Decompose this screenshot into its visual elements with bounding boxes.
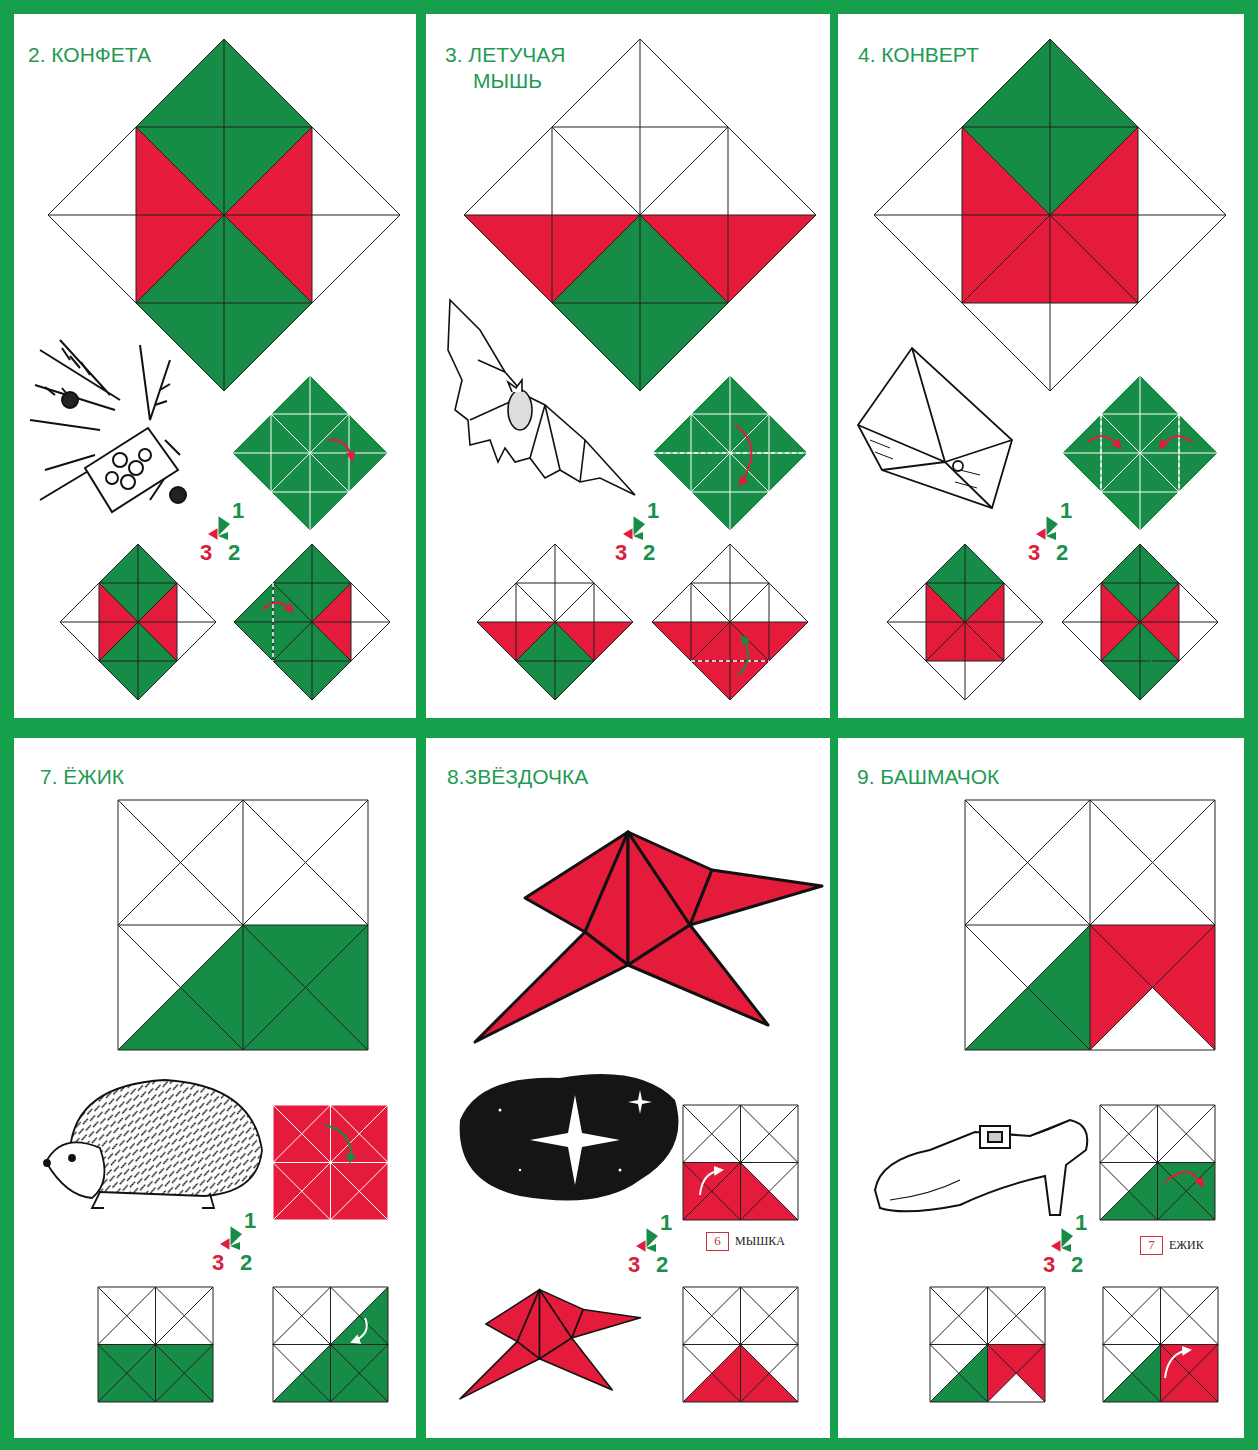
candy-diagram	[48, 39, 400, 700]
shoe-sketch	[875, 1120, 1087, 1215]
envelope-sketch	[858, 348, 1012, 508]
label-holder: 2	[1071, 1254, 1083, 1276]
bat-sketch	[448, 300, 635, 495]
step-order-number: 1	[647, 500, 659, 522]
label-holder: 1	[232, 500, 244, 522]
panel-title: 4. КОНВЕРТ	[858, 42, 1258, 68]
step-panel: 8.ЗВЁЗДОЧКА6МЫШКА	[426, 738, 830, 1438]
label-holder: 2	[643, 542, 655, 564]
panel-title: 2. КОНФЕТА	[28, 42, 430, 68]
label-holder: 3	[1028, 542, 1040, 564]
step-order-number: 1	[1060, 500, 1072, 522]
panel-title: 3. ЛЕТУЧАЯ МЫШЬ	[445, 42, 593, 94]
step-order-number: 3	[1043, 1254, 1055, 1276]
panel-grounds	[14, 14, 1244, 1438]
reference-heading: ЕЖИК	[1169, 1238, 1204, 1253]
step-order-number: 3	[615, 542, 627, 564]
reference-box: 6 МЫШКА	[706, 1232, 785, 1251]
step-order-number: 2	[228, 542, 240, 564]
step-panel: 2. КОНФЕТА	[14, 14, 416, 718]
label-holder: 2	[228, 542, 240, 564]
step-order-number: 3	[212, 1252, 224, 1274]
label-holder: 3	[212, 1252, 224, 1274]
candy-sketch	[30, 340, 186, 512]
step-order-number: 3	[628, 1254, 640, 1276]
step-order-number: 1	[244, 1210, 256, 1232]
reference-box: 7 ЕЖИК	[1140, 1236, 1204, 1255]
step-order-number: 2	[656, 1254, 668, 1276]
step-order-number: 1	[660, 1212, 672, 1234]
step-order-number: 2	[1071, 1254, 1083, 1276]
bat-diagram	[464, 39, 816, 700]
step-order-icons	[208, 516, 1073, 1252]
step-order-number: 1	[1075, 1212, 1087, 1234]
star-diagram	[460, 832, 822, 1402]
step-panel: 3. ЛЕТУЧАЯ МЫШЬ	[426, 14, 830, 718]
step-panel: 9. БАШМАЧОК7ЕЖИК	[838, 738, 1244, 1438]
label-holder: 2	[656, 1254, 668, 1276]
panel-title: 9. БАШМАЧОК	[857, 764, 1258, 790]
step-order-number: 2	[240, 1252, 252, 1274]
label-holder: 3	[200, 542, 212, 564]
step-order-number: 3	[1028, 542, 1040, 564]
panel-title: 7. ЁЖИК	[40, 764, 442, 790]
step-order-number: 3	[200, 542, 212, 564]
night-sky-sketch	[460, 1074, 679, 1200]
label-holder: 1	[647, 500, 659, 522]
label-holder: 1	[244, 1210, 256, 1232]
reference-heading: МЫШКА	[735, 1234, 785, 1249]
step-panel: 7. ЁЖИК	[14, 738, 416, 1438]
step-panel: 4. КОНВЕРТ	[838, 14, 1244, 718]
label-holder: 2	[240, 1252, 252, 1274]
label-holder: 1	[1060, 500, 1072, 522]
step-order-number: 2	[1056, 542, 1068, 564]
label-holder: 2	[1056, 542, 1068, 564]
shoe-diagram	[930, 800, 1218, 1402]
reference-number: 6	[706, 1232, 729, 1251]
label-holder: 3	[615, 542, 627, 564]
label-holder: 3	[1043, 1254, 1055, 1276]
step-order-number: 1	[232, 500, 244, 522]
label-holder: 1	[660, 1212, 672, 1234]
label-holder: 3	[628, 1254, 640, 1276]
reference-number: 7	[1140, 1236, 1163, 1255]
hedgehog-sketch	[44, 1080, 262, 1208]
panel-title: 8.ЗВЁЗДОЧКА	[447, 764, 851, 790]
label-holder: 1	[1075, 1212, 1087, 1234]
step-order-number: 2	[643, 542, 655, 564]
